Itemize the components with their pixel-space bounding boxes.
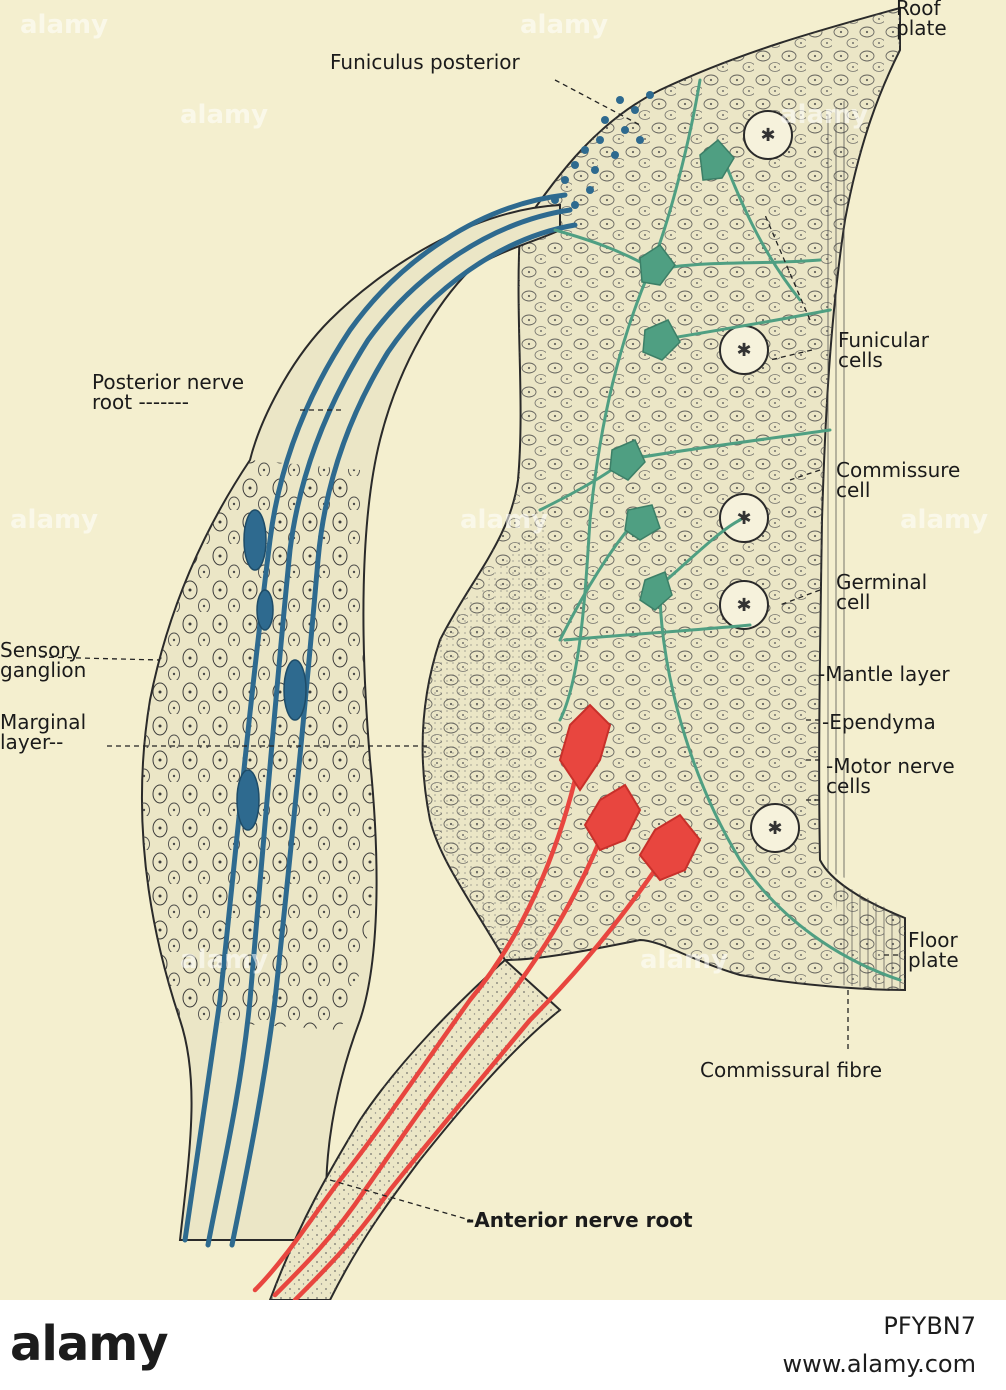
watermark: alamy — [780, 100, 869, 130]
label-sensory-ganglion: Sensory ganglion — [0, 638, 87, 682]
label-commissural-fibre: Commissural fibre — [700, 1058, 883, 1082]
label-germinal-cell: Germinal cell — [836, 570, 928, 614]
leader-lines — [39, 79, 898, 1221]
svg-text:✱: ✱ — [736, 508, 751, 529]
label-posterior-nerve-root: Posterior nerve root ------- — [92, 370, 245, 414]
svg-text:✱: ✱ — [767, 818, 782, 839]
svg-text:✱: ✱ — [736, 340, 751, 361]
image-code: PFYBN7 — [883, 1312, 976, 1340]
label-marginal-layer: Marginal layer-- — [0, 710, 87, 754]
label-motor-nerve-cells: -Motor nerve cells — [826, 754, 955, 798]
watermark: alamy — [640, 945, 729, 975]
svg-text:✱: ✱ — [736, 595, 751, 616]
label-mantle-layer: -Mantle layer — [818, 662, 950, 686]
spinal-cord-diagram: ✱ ✱ ✱ ✱ ✱ — [39, 6, 906, 1300]
watermark: alamy — [180, 945, 269, 975]
floor-plate-lining — [835, 880, 905, 990]
motor-fibres — [252, 777, 658, 1300]
label-funicular-cells: Funicular cells — [838, 328, 930, 372]
footer-bar: alamy PFYBN7 www.alamy.com — [0, 1300, 1006, 1390]
interneuron-processes — [538, 78, 902, 982]
interneuron-cell-bodies — [609, 138, 735, 611]
watermark: alamy — [180, 100, 269, 130]
svg-text:✱: ✱ — [760, 125, 775, 146]
label-ependyma: -Ependyma — [822, 710, 936, 734]
label-commissure-cell: Commissure cell — [836, 458, 961, 502]
ependyma-lining — [822, 100, 850, 880]
motor-nerve-cell-bodies — [558, 703, 702, 882]
watermark: alamy — [460, 505, 549, 535]
funiculus-posterior-dots — [551, 91, 654, 209]
ganglion-cell-bodies — [236, 509, 307, 831]
watermark: alamy — [520, 10, 609, 40]
site-url[interactable]: www.alamy.com — [782, 1350, 976, 1378]
watermark: alamy — [10, 505, 99, 535]
label-roof-plate: Roof plate — [896, 0, 947, 40]
watermark: alamy — [20, 10, 109, 40]
label-anterior-nerve-root: -Anterior nerve root — [466, 1208, 693, 1232]
alamy-logo[interactable]: alamy — [10, 1316, 169, 1372]
label-floor-plate: Floor plate — [908, 928, 959, 972]
figure-area: ✱ ✱ ✱ ✱ ✱ — [0, 0, 989, 1300]
sensory-fibres — [182, 192, 578, 1248]
label-funiculus-posterior: Funiculus posterior — [330, 50, 520, 74]
watermark: alamy — [900, 505, 989, 535]
germinal-cells — [719, 110, 800, 853]
